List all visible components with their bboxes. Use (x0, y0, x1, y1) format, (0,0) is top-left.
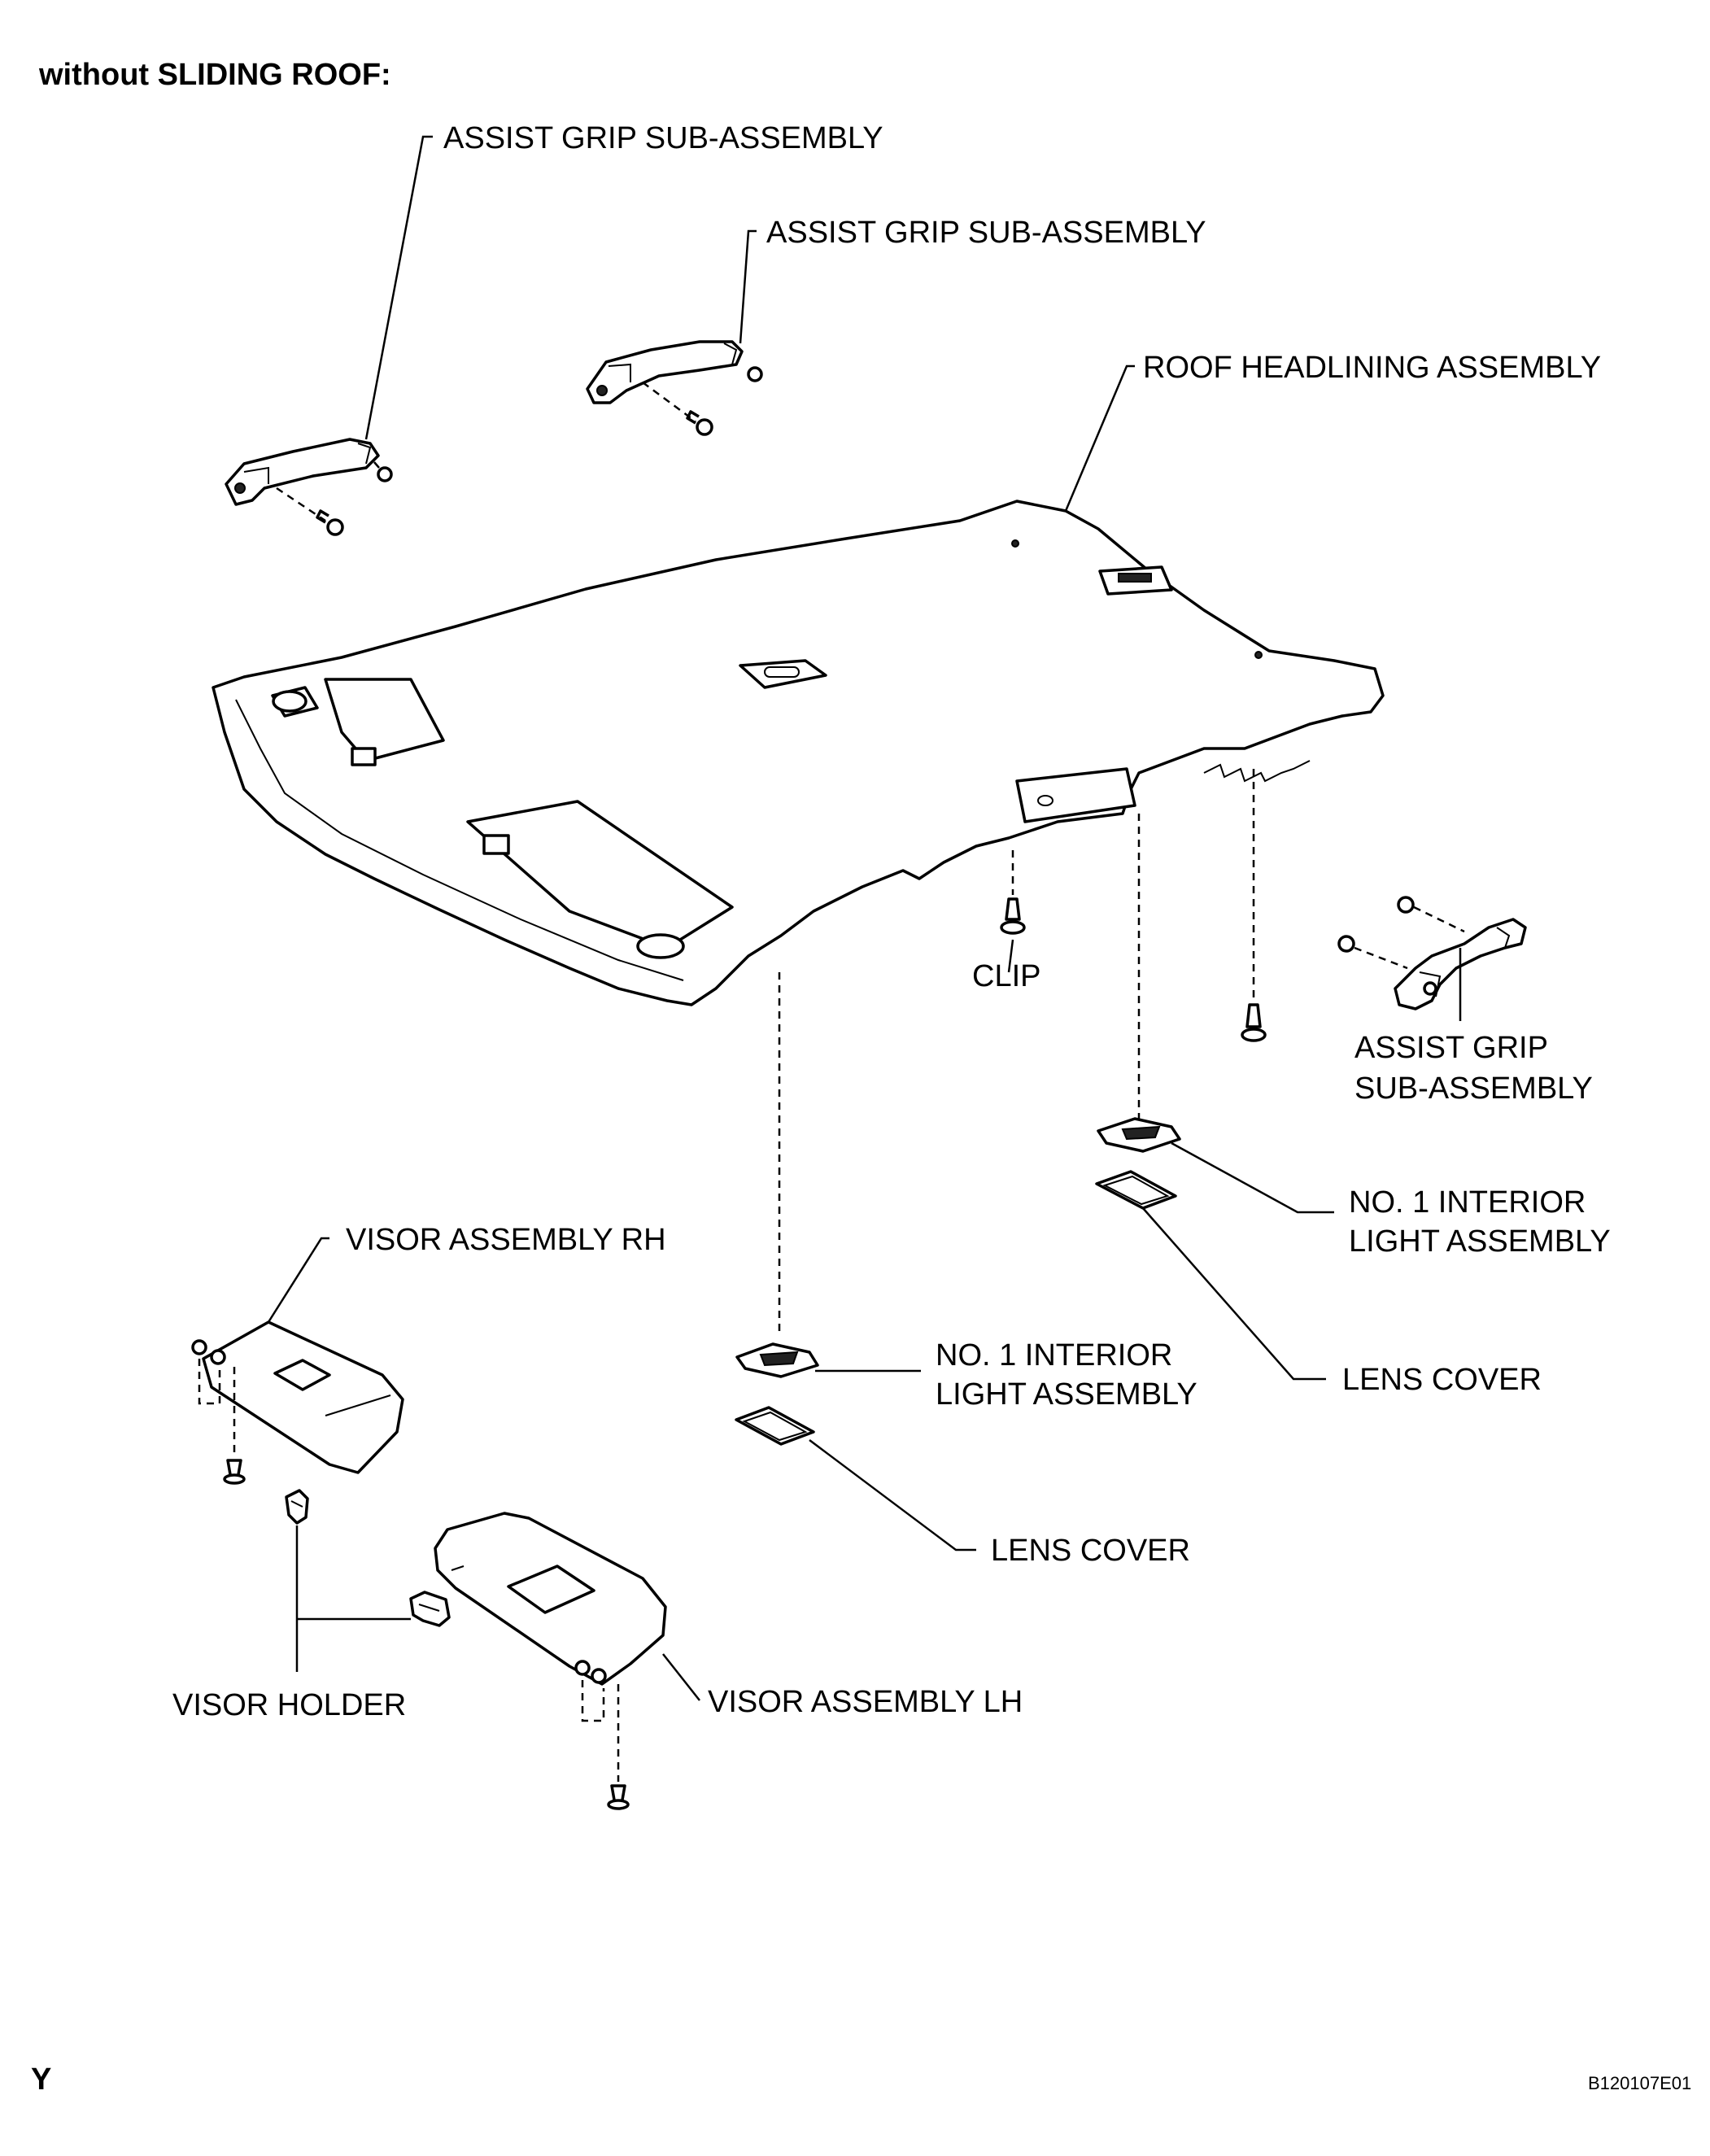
roof-headlining (212, 500, 1385, 1006)
visor-lh (434, 1512, 667, 1810)
label-roof-headlining: ROOF HEADLINING ASSEMBLY (1143, 351, 1601, 385)
label-clip: CLIP (972, 959, 1040, 993)
clip-right (1241, 769, 1267, 1042)
label-assist-grip-1: ASSIST GRIP SUB-ASSEMBLY (443, 121, 883, 155)
label-interior-light-right-line1: NO. 1 INTERIOR (1349, 1185, 1586, 1220)
label-assist-grip-3-line1: ASSIST GRIP (1354, 1031, 1548, 1065)
label-interior-light-left-line1: NO. 1 INTERIOR (936, 1338, 1172, 1373)
leader-lines (267, 135, 1462, 1701)
clip-center (1000, 850, 1026, 935)
label-visor-holder: VISOR HOLDER (172, 1688, 406, 1722)
label-interior-light-right-line2: LIGHT ASSEMBLY (1349, 1224, 1611, 1259)
assist-grip-1 (225, 438, 393, 536)
label-visor-lh: VISOR ASSEMBLY LH (708, 1685, 1023, 1719)
label-lens-cover-left: LENS COVER (991, 1534, 1190, 1568)
illustration-number: B120107E01 (1588, 2073, 1691, 2093)
visor-holder-2 (409, 1591, 451, 1627)
view-code: Y (31, 2062, 51, 2097)
visor-holder-1 (285, 1489, 309, 1525)
label-interior-light-left-line2: LIGHT ASSEMBLY (936, 1377, 1197, 1412)
interior-light-right (1095, 814, 1181, 1210)
assist-grip-3 (1337, 896, 1527, 1010)
visor-rh (191, 1320, 404, 1485)
assist-grip-2 (586, 340, 763, 436)
label-lens-cover-right: LENS COVER (1342, 1363, 1542, 1397)
label-visor-rh: VISOR ASSEMBLY RH (346, 1223, 666, 1257)
label-assist-grip-2: ASSIST GRIP SUB-ASSEMBLY (766, 216, 1206, 250)
label-assist-grip-3-line2: SUB-ASSEMBLY (1354, 1071, 1593, 1106)
diagram-title: without SLIDING ROOF: (38, 58, 391, 92)
interior-light-left (735, 972, 819, 1446)
